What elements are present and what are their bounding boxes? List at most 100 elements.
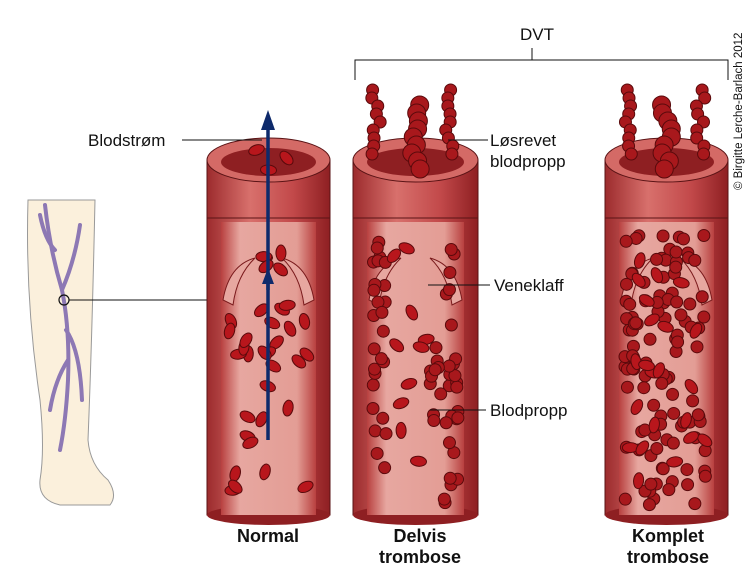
clot-blob <box>437 492 451 506</box>
blood-cell <box>631 272 646 288</box>
blood-cell <box>683 431 699 444</box>
clot-blob <box>443 265 457 279</box>
clot-blob <box>642 498 656 512</box>
blood-cell <box>680 412 692 429</box>
clot-blob <box>442 436 456 450</box>
label-detached-clot-2: blodpropp <box>490 152 566 171</box>
leg-illustration <box>27 199 213 506</box>
clot-blob <box>618 492 632 506</box>
clot-blob <box>366 401 380 415</box>
clot-blob <box>690 131 704 145</box>
clot-blob <box>676 232 690 246</box>
caption-partial-2: trombose <box>378 547 461 567</box>
blood-cell <box>633 252 646 269</box>
clot-blob <box>674 308 688 322</box>
copyright: © Birgitte Lerche-Barlach 2012 <box>733 32 745 190</box>
clot-blob <box>445 147 459 161</box>
label-blood-flow: Blodstrøm <box>88 131 166 150</box>
blood-cell <box>255 411 268 428</box>
blood-cell <box>299 347 315 362</box>
blood-cell <box>400 378 418 390</box>
clot-blob <box>429 341 443 355</box>
clot-blob <box>365 147 379 161</box>
clot-blob <box>376 411 390 425</box>
clot-blob <box>686 394 700 408</box>
clot-blob <box>698 469 712 483</box>
clot-blob <box>442 283 456 297</box>
clot-blob <box>434 387 448 401</box>
clot-blob <box>367 283 381 297</box>
clot-blob <box>647 398 661 412</box>
clot-blob <box>644 477 658 491</box>
dvt-title: DVT <box>520 25 554 44</box>
blood-cell <box>298 312 311 330</box>
clot-blob <box>410 159 430 179</box>
blood-cell <box>644 313 660 327</box>
blood-cell <box>273 262 288 277</box>
valve-left <box>222 257 256 306</box>
blood-cell <box>666 456 684 468</box>
blood-cell <box>278 299 296 311</box>
blood-cell <box>684 379 699 395</box>
blood-cell <box>395 421 407 439</box>
blood-cell <box>650 267 664 284</box>
clot-blob <box>691 408 705 422</box>
clot-blob <box>656 229 670 243</box>
blood-cell <box>672 277 690 289</box>
blood-cell <box>386 248 402 264</box>
clot-blob <box>688 253 702 267</box>
blood-cell <box>412 341 430 353</box>
clot-blob <box>379 427 393 441</box>
clot-blob <box>655 376 669 390</box>
leader-lines <box>182 48 729 411</box>
clot-blob <box>681 478 695 492</box>
blood-cell <box>282 399 294 417</box>
clot-blob <box>378 461 392 475</box>
blood-cell <box>410 455 427 467</box>
clot-blob <box>662 483 676 497</box>
blood-cell <box>228 479 243 494</box>
blood-cell <box>689 322 703 339</box>
blood-cell <box>405 304 419 321</box>
clot-blob <box>450 380 464 394</box>
clot-blob <box>376 324 390 338</box>
clot-blob <box>620 277 634 291</box>
blood-cell <box>392 397 410 410</box>
clot-blob <box>650 252 664 266</box>
vessel-partial-thrombosis <box>352 83 479 525</box>
clot-blob <box>444 318 458 332</box>
clot-blob <box>366 378 380 392</box>
label-clot: Blodpropp <box>490 401 568 420</box>
clot-blob <box>637 381 651 395</box>
caption-complete-1: Komplet <box>632 526 704 546</box>
clot-blob <box>671 335 685 349</box>
blood-cell <box>223 322 236 340</box>
clot-blob <box>443 471 457 485</box>
vessel-complete-thrombosis <box>604 83 729 525</box>
clot-blob <box>688 497 702 511</box>
blood-cell <box>259 463 271 481</box>
blood-cell <box>239 410 256 424</box>
clot-blob <box>656 462 670 476</box>
blood-cell <box>638 294 655 307</box>
clot-blob <box>683 297 697 311</box>
clot-blob <box>629 316 643 330</box>
clot-blob <box>697 310 711 324</box>
clot-blob <box>623 297 637 311</box>
clot-blob <box>368 424 382 438</box>
clot-blob <box>370 446 384 460</box>
clot-blob <box>650 442 664 456</box>
blood-cell <box>648 416 660 434</box>
blood-cells <box>365 83 465 510</box>
clot-blob <box>368 362 382 376</box>
label-detached-clot-1: Løsrevet <box>490 131 557 150</box>
clot-blob <box>667 406 681 420</box>
caption-partial-1: Delvis <box>393 526 447 546</box>
clot-blob <box>442 359 456 373</box>
clot-blob <box>680 463 694 477</box>
blood-cell <box>283 320 297 337</box>
clot-blob <box>697 228 711 242</box>
clot-blob <box>620 380 634 394</box>
clot-blob <box>670 295 684 309</box>
